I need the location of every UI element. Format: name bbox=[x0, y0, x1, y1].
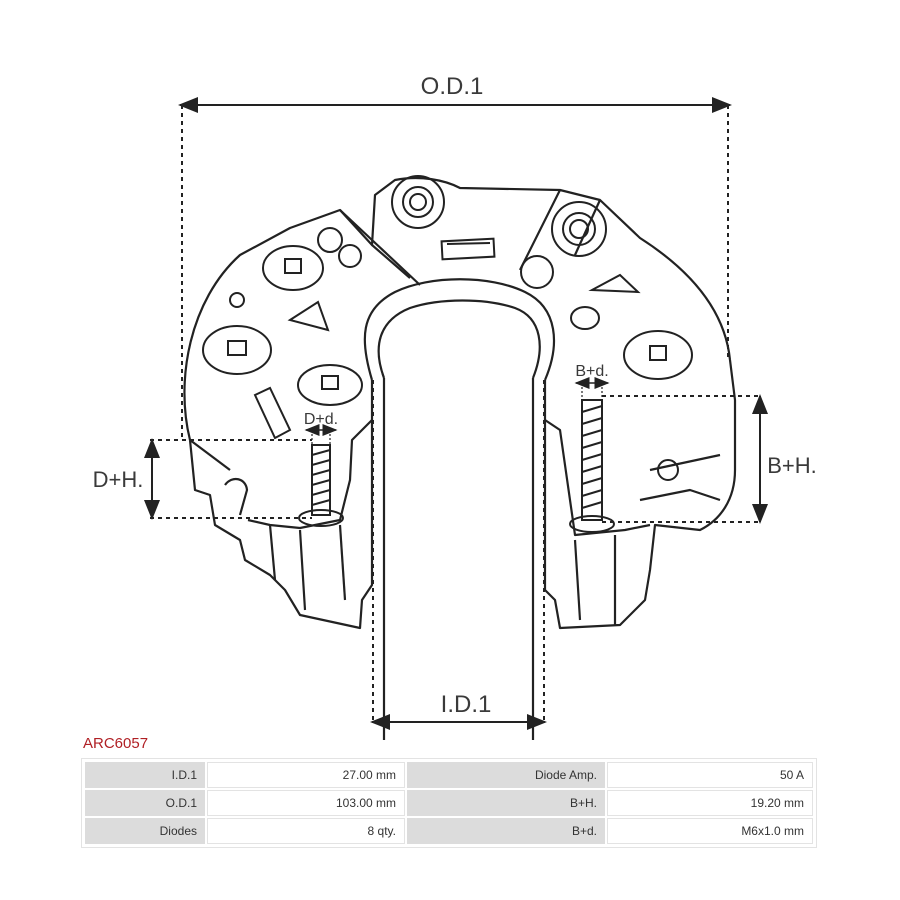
rectifier-body bbox=[183, 176, 737, 740]
spec-table: I.D.1 27.00 mm Diode Amp. 50 A O.D.1 103… bbox=[83, 760, 815, 846]
spec-table-frame bbox=[81, 758, 817, 848]
spec-label: Diodes bbox=[85, 818, 205, 844]
table-row: Diodes 8 qty. B+d. M6x1.0 mm bbox=[85, 818, 813, 844]
dd-label: D+d. bbox=[304, 411, 338, 428]
spec-value: 19.20 mm bbox=[607, 790, 813, 816]
diode-terminals bbox=[202, 175, 693, 481]
spec-label: O.D.1 bbox=[85, 790, 205, 816]
dh-label: D+H. bbox=[93, 467, 144, 492]
spec-label: B+H. bbox=[407, 790, 605, 816]
rectifier-technical-drawing: O.D.1 I.D.1 D+H. B+H. D+d. B+d. bbox=[93, 73, 817, 740]
spec-label: I.D.1 bbox=[85, 762, 205, 788]
table-row: I.D.1 27.00 mm Diode Amp. 50 A bbox=[85, 762, 813, 788]
spec-value: M6x1.0 mm bbox=[607, 818, 813, 844]
bolt-left bbox=[298, 444, 344, 527]
spec-value: 27.00 mm bbox=[207, 762, 405, 788]
bh-label: B+H. bbox=[767, 453, 817, 478]
od-label: O.D.1 bbox=[421, 73, 484, 100]
spec-value: 8 qty. bbox=[207, 818, 405, 844]
bd-label: B+d. bbox=[575, 363, 608, 380]
part-code: ARC6057 bbox=[83, 735, 149, 752]
dimension-lines bbox=[144, 97, 768, 730]
table-row: O.D.1 103.00 mm B+H. 19.20 mm bbox=[85, 790, 813, 816]
spec-label: B+d. bbox=[407, 818, 605, 844]
spec-value: 103.00 mm bbox=[207, 790, 405, 816]
id-label: I.D.1 bbox=[441, 691, 492, 718]
bolt-right bbox=[569, 399, 615, 533]
spec-label: Diode Amp. bbox=[407, 762, 605, 788]
spec-value: 50 A bbox=[607, 762, 813, 788]
